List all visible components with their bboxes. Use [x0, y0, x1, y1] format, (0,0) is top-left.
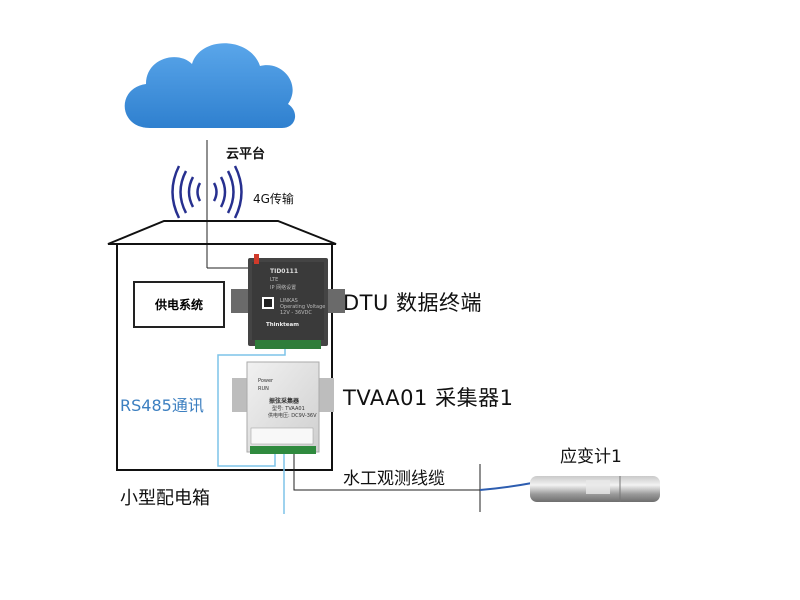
- power-system-box: 供电系统: [133, 281, 225, 328]
- acquisition-device: [232, 361, 334, 454]
- cloud-label: 云平台: [226, 147, 266, 162]
- enclosure-outline: [107, 220, 337, 471]
- enclosure-label: 小型配电箱: [120, 488, 210, 509]
- dtu-spec3: 12V - 36VDC: [280, 310, 312, 316]
- rs485-cable: [217, 348, 286, 514]
- dtu-spec2: Operating Voltage: [280, 304, 326, 310]
- transmission-label: 4G传输: [253, 192, 294, 206]
- cable-label: 水工观测线缆: [343, 469, 445, 489]
- wireless-wave-icon: [171, 165, 243, 219]
- acq-model: 型号: TVAA01: [272, 406, 305, 412]
- acq-supply: 供电电压: DC9V-36V: [268, 413, 317, 419]
- dtu-line1: LTE: [270, 277, 279, 283]
- acq-status2: RUN: [258, 386, 269, 392]
- dtu-device: [231, 254, 345, 349]
- gauge-label: 应变计1: [560, 447, 622, 467]
- acq-status1: Power: [258, 378, 274, 384]
- strain-gauge-image: [530, 476, 660, 502]
- power-system-label: 供电系统: [154, 298, 203, 312]
- dtu-brand: Thinkteam: [266, 322, 299, 328]
- dtu-model: TID0111: [270, 268, 299, 275]
- observation-cable: [293, 452, 533, 512]
- rs485-label: RS485通讯: [120, 396, 204, 415]
- acq-title: 振弦采集器: [269, 398, 300, 405]
- dtu-line2: IP 网络设置: [270, 285, 297, 291]
- dtu-spec1: LINKAS: [280, 298, 298, 304]
- cloud-icon: [124, 43, 296, 128]
- dtu-label: DTU 数据终端: [343, 291, 483, 315]
- acquisition-label: TVAA01 采集器1: [343, 386, 514, 410]
